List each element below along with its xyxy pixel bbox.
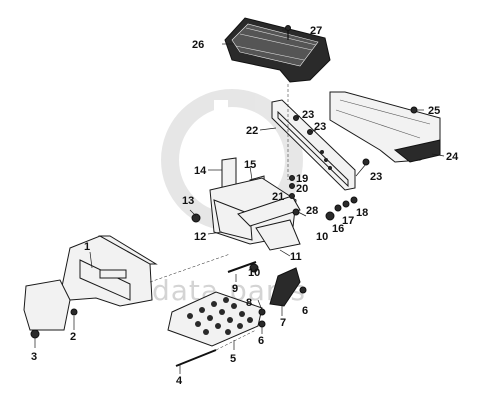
bolt-27: [285, 25, 291, 40]
callout-26: 26: [192, 39, 204, 51]
callout-23-top: 23: [302, 109, 314, 121]
callout-14: 14: [194, 165, 207, 177]
callout-20: 20: [296, 183, 308, 195]
callout-18: 18: [356, 207, 368, 219]
callout-5: 5: [230, 353, 236, 365]
callout-6-left: 6: [258, 335, 264, 347]
leader-lines: [34, 29, 445, 374]
rear-panel-part: [329, 91, 441, 163]
callout-24: 24: [446, 151, 459, 163]
callout-2: 2: [70, 331, 76, 343]
callout-9: 9: [232, 283, 238, 295]
callout-8: 8: [246, 297, 252, 309]
callout-6-right: 6: [302, 305, 308, 317]
callout-27: 27: [310, 25, 322, 37]
footrest-plate-part: [167, 291, 263, 347]
callout-10-lower: 10: [248, 267, 260, 279]
callout-4: 4: [176, 375, 183, 387]
fastener-group: [30, 106, 418, 339]
callout-28: 28: [306, 205, 318, 217]
callout-25: 25: [428, 105, 440, 117]
callout-15: 15: [244, 159, 256, 171]
callout-23-right: 23: [370, 171, 382, 183]
callout-19: 19: [296, 173, 308, 185]
small-bracket-7: [269, 267, 301, 307]
assembly-lines: [149, 84, 289, 351]
left-frame-part: [23, 235, 158, 331]
callout-3: 3: [31, 351, 37, 363]
callout-12: 12: [194, 231, 206, 243]
callout-17: 17: [342, 215, 354, 227]
callout-13: 13: [182, 195, 194, 207]
callout-10-upper: 10: [316, 231, 328, 243]
callout-22: 22: [246, 125, 258, 137]
bolt-9: [227, 261, 257, 273]
callout-7: 7: [280, 317, 286, 329]
bracket-plate-part: [271, 99, 356, 191]
middle-plate-part: [237, 195, 301, 251]
callout-23-middle: 23: [314, 121, 326, 133]
long-bolt-4: [175, 349, 217, 367]
callout-labels: 1 2 3 4 5 6 7 8 9 10 10 11 12 13 14 15 1…: [31, 25, 459, 387]
callout-16: 16: [332, 223, 344, 235]
callout-1: 1: [84, 241, 90, 253]
callout-11: 11: [290, 251, 302, 263]
callout-21: 21: [272, 191, 284, 203]
footrest-grid-part: [224, 17, 331, 83]
